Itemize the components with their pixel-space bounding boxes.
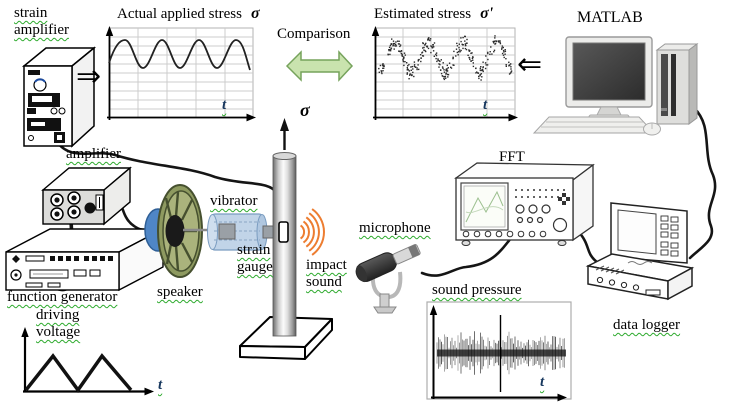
matlab-computer-device: [532, 36, 699, 136]
sound-pressure-plot: [426, 301, 572, 402]
comparison-double-arrow: [285, 50, 354, 82]
actual-stress-plot: [105, 26, 256, 122]
microphone-label: microphone: [359, 220, 431, 236]
microphone-device: [355, 244, 421, 314]
impact-sound-label: impact sound: [306, 257, 347, 290]
estimated-stress-plot: [371, 26, 518, 122]
noise-scatter-trace: [378, 35, 513, 81]
actual-stress-t-label: t: [222, 97, 227, 113]
strain-gauge-marker: [278, 221, 289, 243]
fft-label: FFT: [499, 149, 525, 165]
vibrator-device: [207, 213, 276, 251]
driving-voltage-t-label: t: [158, 377, 163, 393]
sound-pressure-label: sound pressure: [432, 282, 522, 298]
sigma-prime-symbol: σ': [480, 5, 494, 22]
comparison-label: Comparison: [277, 26, 351, 42]
strain-gauge-label: strain gauge: [237, 242, 273, 275]
rod-stress-symbol: σ: [300, 100, 310, 120]
keyboard: [532, 116, 656, 134]
double-arrow-right-icon: ⇒: [76, 59, 102, 94]
estimated-stress-title: Estimated stress σ': [374, 5, 493, 23]
test-rod: [272, 152, 297, 337]
actual-stress-title: Actual applied stress σ: [117, 5, 260, 23]
triangle-wave: [24, 353, 133, 393]
estimated-stress-title-text: Estimated stress: [374, 6, 472, 22]
function-generator-device: [5, 227, 164, 292]
driving-voltage-label: driving voltage: [36, 307, 81, 340]
cable-computer-to-datalogger: [688, 106, 717, 260]
estimated-stress-t-label: t: [483, 97, 488, 113]
double-arrow-left-icon: ⇐: [517, 47, 543, 82]
driving-voltage-plot: [21, 327, 154, 396]
matlab-label: MATLAB: [577, 9, 643, 26]
amplifier-label: amplifier: [66, 146, 121, 162]
amplifier-device: [41, 166, 132, 226]
data-logger-device: [585, 202, 695, 301]
strain-amplifier-device: [21, 46, 97, 148]
speaker-label: speaker: [157, 284, 203, 300]
vibrator-label: vibrator: [210, 193, 258, 209]
cable-microphone-to-fft: [420, 236, 513, 277]
sound-pressure-t-label: t: [540, 374, 545, 390]
function-generator-label: function generator: [7, 289, 118, 305]
speaker-device: [144, 184, 226, 278]
impact-sound-waves: [299, 208, 325, 256]
strain-amplifier-label: strain amplifier: [14, 5, 69, 38]
actual-stress-title-text: Actual applied stress: [117, 6, 242, 22]
stress-arrow: [280, 118, 289, 150]
speaker-dust-cap: [165, 215, 185, 247]
data-logger-label: data logger: [613, 317, 681, 333]
sigma-symbol: σ: [250, 5, 260, 22]
fft-analyzer-device: [454, 162, 595, 246]
sine-wave: [108, 39, 251, 71]
